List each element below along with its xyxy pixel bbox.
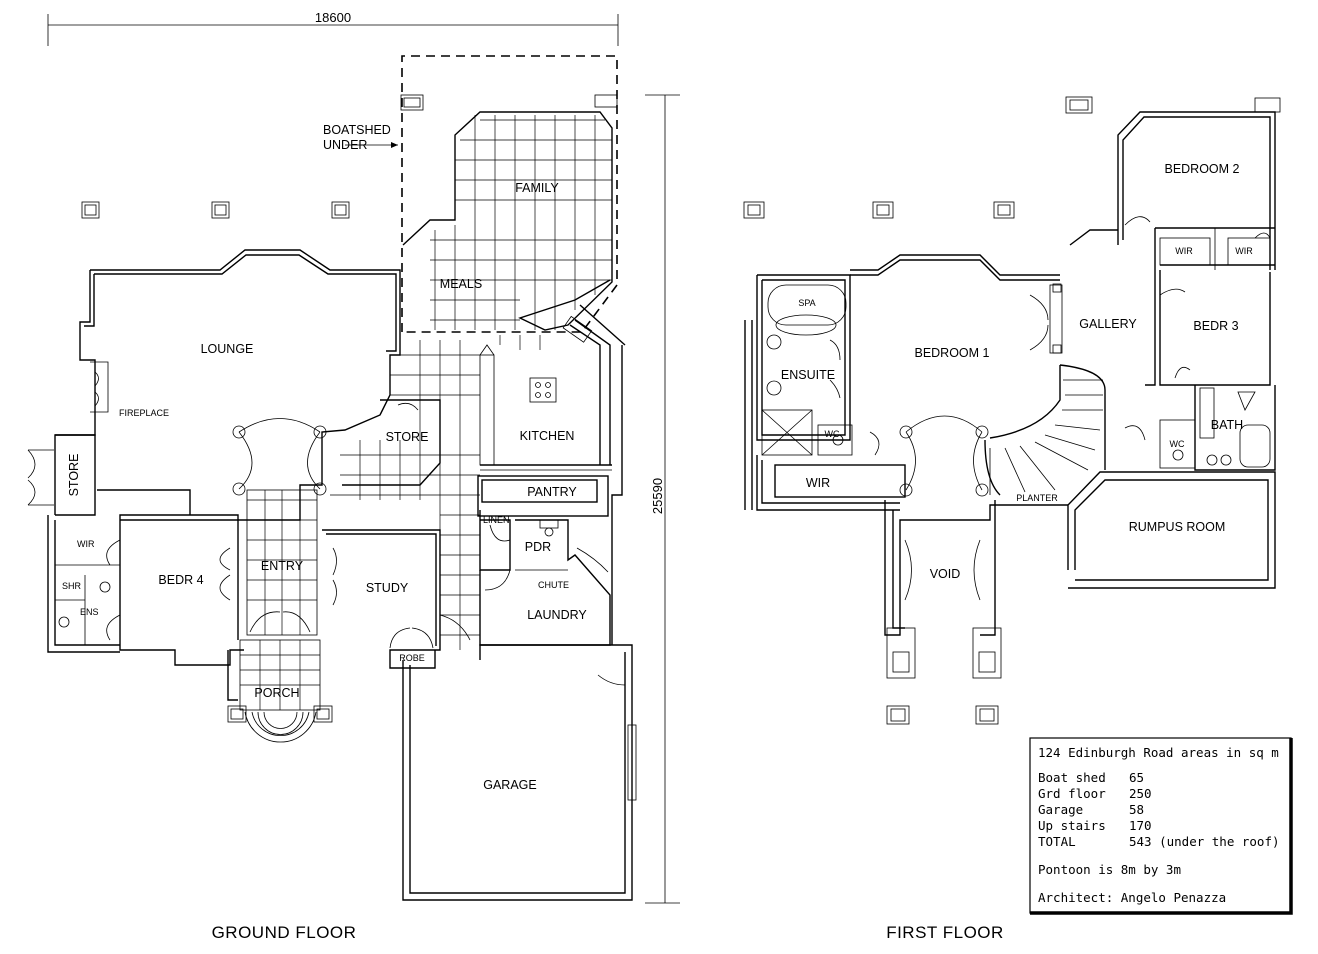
areas-pontoon: Pontoon is 8m by 3m: [1038, 862, 1181, 877]
label-linen: LINEN: [483, 515, 510, 525]
dim-height: 25590: [650, 478, 665, 514]
label-lounge: LOUNGE: [201, 342, 254, 356]
label-wir-c: WIR: [806, 476, 830, 490]
ground-floor-plan: [27, 55, 637, 901]
areas-row-value-3: 170: [1129, 818, 1152, 833]
areas-row-label-1: Grd floor: [1038, 786, 1106, 801]
label-gallery: GALLERY: [1079, 317, 1137, 331]
label-study: STUDY: [366, 581, 409, 595]
label-wir: WIR: [77, 539, 95, 549]
label-bedr4: BEDR 4: [158, 573, 203, 587]
label-bedroom1: BEDROOM 1: [914, 346, 989, 360]
label-robe: ROBE: [399, 653, 425, 663]
label-entry: ENTRY: [261, 559, 304, 573]
ground-floor-labels: BOATSHED UNDER FAMILY MEALS LOUNGE FIREP…: [62, 123, 587, 942]
label-family: FAMILY: [515, 181, 559, 195]
dimension-horizontal: 18600: [47, 10, 619, 46]
label-pdr: PDR: [525, 540, 551, 554]
label-store: STORE: [386, 430, 429, 444]
areas-row-label-4: TOTAL: [1038, 834, 1076, 849]
label-store-side: STORE: [67, 454, 81, 497]
label-porch: PORCH: [254, 686, 299, 700]
label-ensuite: ENSUITE: [781, 368, 835, 382]
areas-table-box: [1029, 737, 1293, 915]
areas-row-label-2: Garage: [1038, 802, 1083, 817]
first-floor-labels: BEDROOM 2 WIR WIR GALLERY BEDR 3 SPA ENS…: [781, 162, 1253, 942]
label-ens: ENS: [80, 607, 99, 617]
label-chute: CHUTE: [538, 580, 569, 590]
label-planter: PLANTER: [1016, 493, 1058, 503]
label-meals: MEALS: [440, 277, 482, 291]
label-fireplace: FIREPLACE: [119, 408, 169, 418]
label-bedr3: BEDR 3: [1193, 319, 1238, 333]
areas-row-value-2: 58: [1129, 802, 1144, 817]
first-floor-title: FIRST FLOOR: [886, 923, 1004, 942]
ground-floor-title: GROUND FLOOR: [212, 923, 357, 942]
areas-row-label-0: Boat shed: [1038, 770, 1106, 785]
label-wc-b: WC: [1170, 439, 1185, 449]
label-void: VOID: [930, 567, 961, 581]
label-shr: SHR: [62, 581, 82, 591]
label-wc-a: WC: [825, 429, 840, 439]
areas-row-value-1: 250: [1129, 786, 1152, 801]
label-wir-a: WIR: [1175, 246, 1193, 256]
areas-heading: 124 Edinburgh Road areas in sq m: [1038, 745, 1279, 760]
label-kitchen: KITCHEN: [520, 429, 575, 443]
label-spa: SPA: [798, 298, 815, 308]
dimension-vertical: 25590: [645, 94, 680, 904]
areas-row-label-3: Up stairs: [1038, 818, 1106, 833]
label-wir-b: WIR: [1235, 246, 1253, 256]
label-under: UNDER: [323, 138, 367, 152]
label-bedroom2: BEDROOM 2: [1164, 162, 1239, 176]
label-laundry: LAUNDRY: [527, 608, 587, 622]
areas-row-value-4: 543 (under the roof): [1129, 834, 1280, 849]
label-rumpus: RUMPUS ROOM: [1129, 520, 1226, 534]
label-boatshed: BOATSHED: [323, 123, 391, 137]
dim-width: 18600: [315, 10, 351, 25]
areas-row-value-0: 65: [1129, 770, 1144, 785]
first-floor-plan: [743, 96, 1281, 725]
label-garage: GARAGE: [483, 778, 537, 792]
label-pantry: PANTRY: [527, 485, 577, 499]
areas-table-text: 124 Edinburgh Road areas in sq m Boat sh…: [1038, 745, 1280, 905]
label-bath: BATH: [1211, 418, 1243, 432]
areas-architect: Architect: Angelo Penazza: [1038, 890, 1226, 905]
